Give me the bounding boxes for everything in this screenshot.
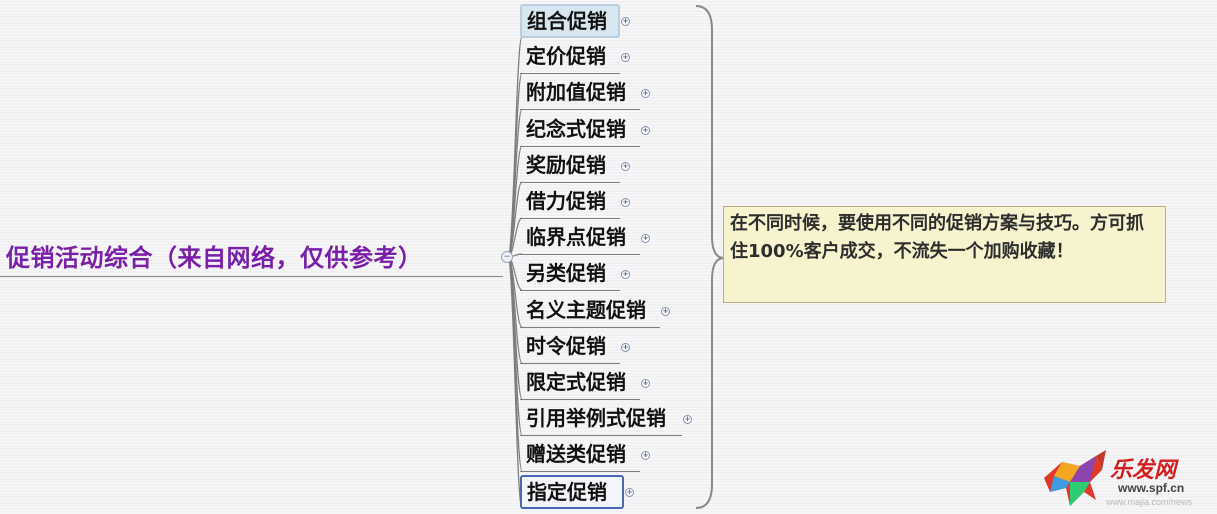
expand-icon[interactable]: + [641, 89, 650, 98]
expand-icon[interactable]: + [641, 451, 650, 460]
expand-icon[interactable]: + [621, 162, 630, 171]
expand-icon[interactable]: + [621, 53, 630, 62]
expand-icon[interactable]: + [625, 488, 634, 497]
branch-topic[interactable]: 指定促销 [520, 475, 624, 509]
branch-topic[interactable]: 赠送类促销 [520, 438, 640, 472]
summary-brace [695, 5, 725, 509]
logo-icon [1044, 450, 1106, 506]
root-underline [0, 276, 503, 277]
branch-topic[interactable]: 纪念式促销 [520, 113, 640, 147]
branch-topic[interactable]: 附加值促销 [520, 76, 640, 110]
branch-topic[interactable]: 组合促销 [520, 4, 620, 38]
branch-topic[interactable]: 名义主题促销 [520, 294, 660, 328]
expand-icon[interactable]: + [641, 379, 650, 388]
logo-url: www.spf.cn [1118, 481, 1185, 495]
root-topic[interactable]: 促销活动综合（来自网络，仅供参考） [6, 244, 423, 272]
expand-icon[interactable]: + [621, 17, 630, 26]
expand-icon[interactable]: + [641, 234, 650, 243]
expand-icon[interactable]: + [683, 415, 692, 424]
branch-topic[interactable]: 奖励促销 [520, 149, 620, 183]
summary-note[interactable]: 在不同时候，要使用不同的促销方案与技巧。方可抓住100%客户成交，不流失一个加购… [723, 206, 1166, 303]
expand-icon[interactable]: + [661, 307, 670, 316]
branch-connector [507, 256, 523, 509]
expand-icon[interactable]: + [621, 198, 630, 207]
branch-topic[interactable]: 引用举例式促销 [520, 402, 682, 436]
expand-icon[interactable]: + [621, 343, 630, 352]
collapse-icon[interactable]: − [501, 251, 513, 263]
expand-icon[interactable]: + [641, 126, 650, 135]
branch-topic[interactable]: 临界点促销 [520, 221, 640, 255]
branch-topic[interactable]: 另类促销 [520, 257, 620, 291]
branch-topic[interactable]: 限定式促销 [520, 366, 640, 400]
watermark: www.majia.com/news [1106, 497, 1193, 507]
expand-icon[interactable]: + [621, 270, 630, 279]
branch-topic[interactable]: 定价促销 [520, 40, 620, 74]
branch-topic[interactable]: 借力促销 [520, 185, 620, 219]
branch-topic[interactable]: 时令促销 [520, 330, 620, 364]
logo-text: 乐发网 [1110, 457, 1177, 483]
